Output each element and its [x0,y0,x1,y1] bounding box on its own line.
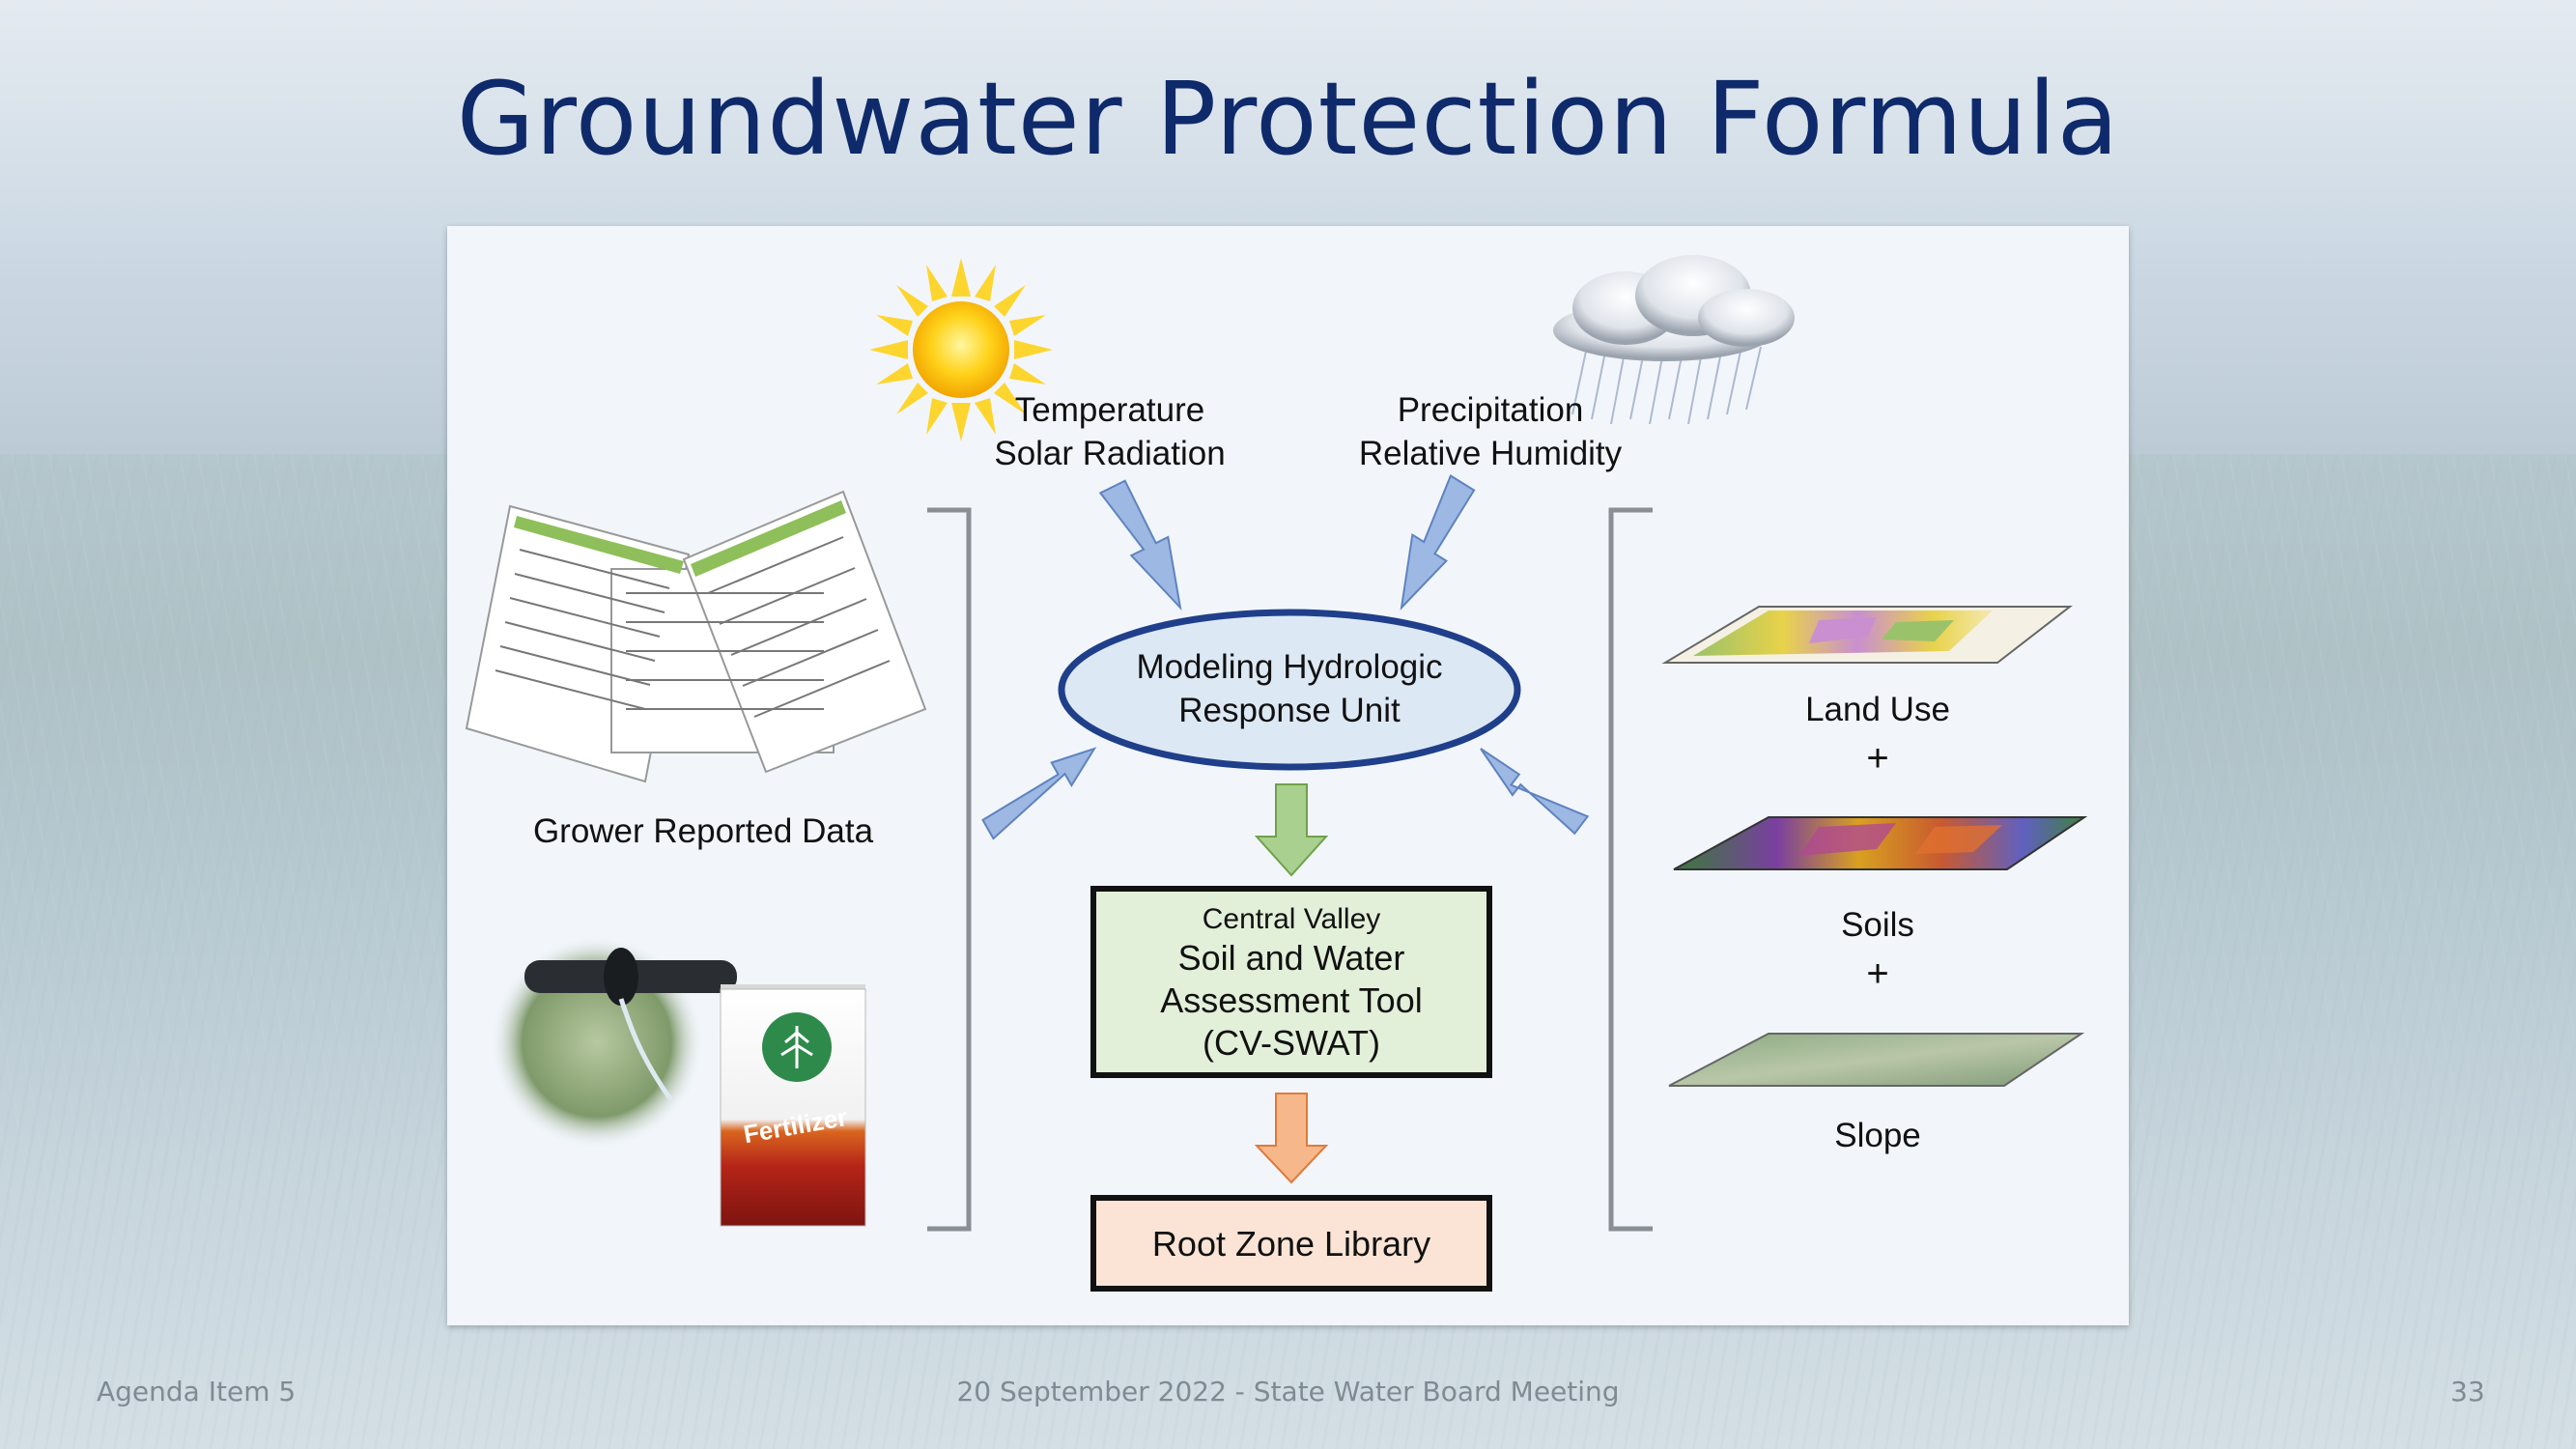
precipitation-label: Precipitation [1398,391,1584,429]
cv-swat-line2: Soil and Water [1178,938,1405,978]
grower-reported-data-label: Grower Reported Data [533,812,874,850]
cv-swat-line3: Assessment Tool [1160,980,1422,1020]
arrow-down-left [1400,474,1476,611]
diagram-panel: Temperature Solar Radiation Precipitatio… [447,226,2129,1325]
cv-swat-line4: (CV-SWAT) [1203,1023,1380,1063]
soils-label: Soils [1841,906,1914,944]
hru-label-line2: Response Unit [1178,692,1401,729]
orange-down-arrow [1254,1093,1329,1184]
diagram-svg: Temperature Solar Radiation Precipitatio… [465,255,2088,1292]
plus-sign-2: + [1866,952,1888,995]
sun-icon [869,258,1053,441]
arrow-down-right [1098,479,1182,611]
irrigation-icon [491,936,737,1149]
arrow-up-left-into-hru [1480,748,1590,836]
arrow-up-right-into-hru [981,747,1097,840]
plus-sign-1: + [1866,737,1888,780]
relative-humidity-label: Relative Humidity [1359,435,1623,472]
footer-agenda-item: Agenda Item 5 [97,1376,297,1407]
hru-ellipse [1058,609,1521,771]
solar-radiation-label: Solar Radiation [994,435,1225,472]
land-use-label: Land Use [1805,691,1950,728]
cv-swat-line1: Central Valley [1203,903,1381,935]
soils-map-icon [1673,816,2088,870]
footer-meeting: 20 September 2022 - State Water Board Me… [956,1376,1620,1407]
slope-label: Slope [1834,1117,1921,1154]
land-use-map-icon [1661,606,2073,664]
footer-page-number: 33 [2450,1376,2485,1407]
root-zone-box [1090,1195,1492,1292]
documents-icon [465,490,927,783]
fertilizer-bag-icon: Fertilizer [720,984,866,1227]
left-bracket [927,507,972,1232]
cv-swat-box [1090,886,1492,1078]
hru-label-line1: Modeling Hydrologic [1136,648,1442,686]
temperature-label: Temperature [1015,391,1204,429]
green-down-arrow [1254,783,1329,877]
right-bracket [1608,507,1653,1232]
root-zone-label: Root Zone Library [1152,1224,1430,1264]
slide-title: Groundwater Protection Formula [456,60,2120,178]
slope-map-icon [1668,1033,2085,1087]
rain-cloud-icon [1553,255,1795,425]
